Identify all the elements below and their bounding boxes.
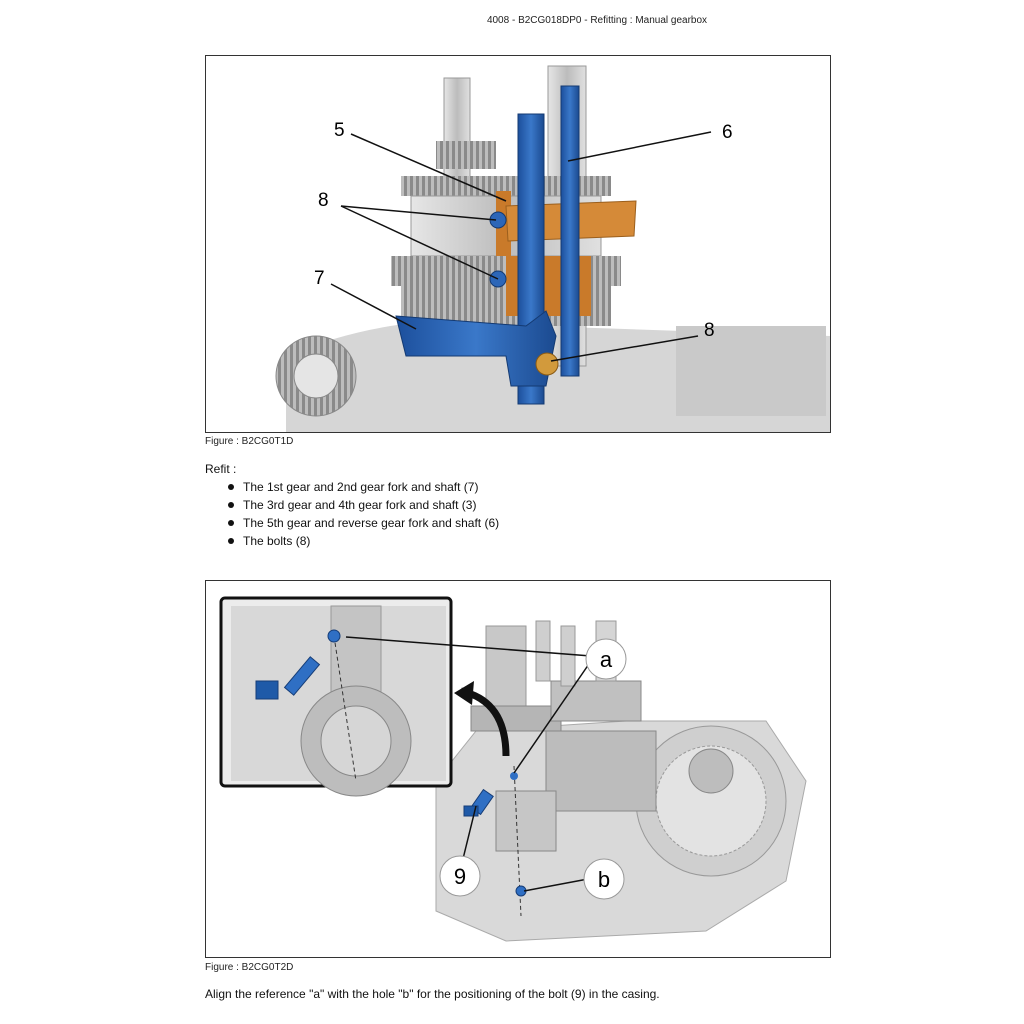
figure-2-illustration: a b 9	[219, 596, 807, 942]
callout-8-top: 8	[318, 190, 329, 211]
figure-2-caption: Figure : B2CG0T2D	[205, 962, 294, 973]
bullet-icon	[228, 538, 234, 544]
callout-8-bottom: 8	[704, 320, 715, 341]
bullet-icon	[228, 484, 234, 490]
callout-a: a	[600, 647, 613, 672]
callout-9: 9	[454, 864, 466, 889]
bullet-icon	[228, 502, 234, 508]
figure-1-caption: Figure : B2CG0T1D	[205, 436, 294, 447]
callout-5: 5	[334, 120, 345, 141]
figure-1: 5 6 8 7 8	[205, 55, 831, 433]
bullet-icon	[228, 520, 234, 526]
figure-1-illustration: 5 6 8 7 8	[275, 65, 830, 432]
figure-2: a b 9	[205, 580, 831, 958]
refit-list: The 1st gear and 2nd gear fork and shaft…	[225, 478, 499, 550]
refit-title: Refit :	[205, 462, 237, 476]
callout-7: 7	[314, 268, 325, 289]
list-item: The 5th gear and reverse gear fork and s…	[225, 514, 499, 532]
list-item: The 3rd gear and 4th gear fork and shaft…	[225, 496, 499, 514]
list-item: The bolts (8)	[225, 532, 499, 550]
callout-b: b	[598, 867, 610, 892]
instruction-text: Align the reference "a" with the hole "b…	[205, 987, 660, 1001]
callout-6: 6	[722, 122, 733, 143]
page-header: 4008 - B2CG018DP0 - Refitting : Manual g…	[486, 15, 708, 26]
list-item: The 1st gear and 2nd gear fork and shaft…	[225, 478, 499, 496]
